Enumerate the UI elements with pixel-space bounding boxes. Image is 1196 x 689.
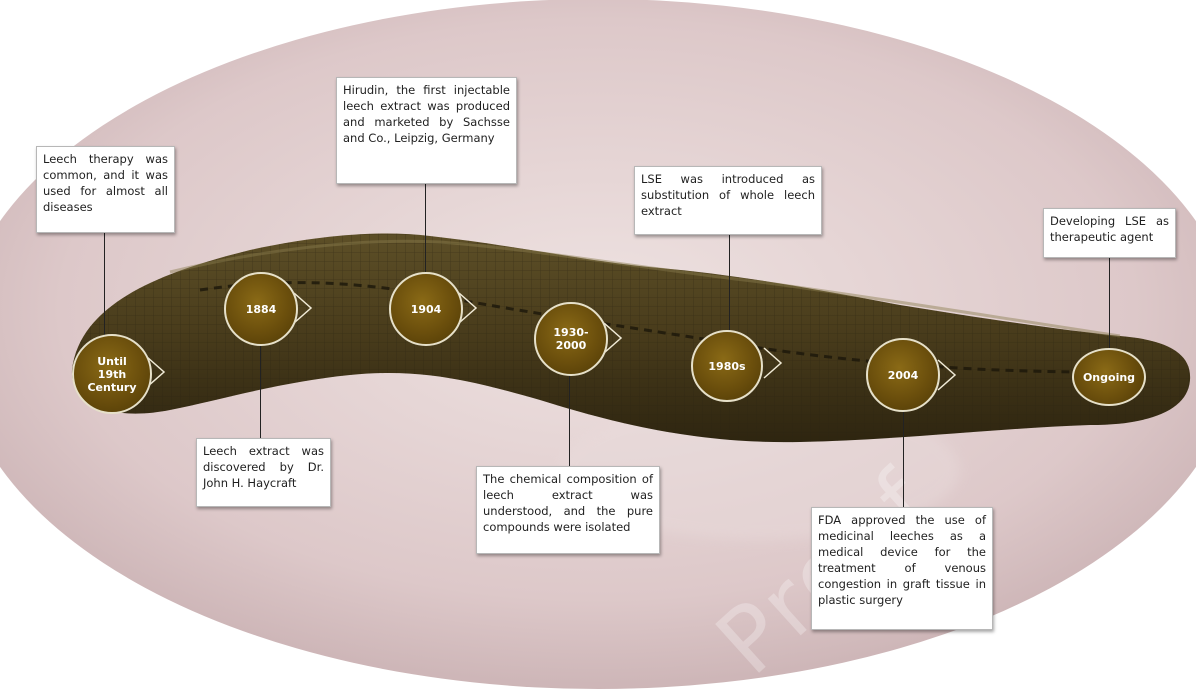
arrow-marker — [763, 347, 783, 379]
node-label: 2004 — [888, 369, 919, 382]
node-label: 1884 — [246, 303, 277, 316]
timeline-node-1930: 1930-2000 — [534, 302, 608, 376]
timeline-node-until19: Until 19th Century — [72, 334, 152, 414]
node-label: 1904 — [411, 303, 442, 316]
timeline-node-1980s: 1980s — [691, 330, 763, 402]
connector-line — [425, 184, 426, 272]
connector-line — [729, 235, 730, 331]
node-label: 1980s — [708, 360, 745, 373]
event-text: Leech therapy was common, and it was use… — [43, 152, 168, 214]
event-box-until19: Leech therapy was common, and it was use… — [36, 146, 175, 233]
node-label: Until 19th Century — [84, 355, 140, 394]
connector-line — [1109, 258, 1110, 350]
event-box-1904: Hirudin, the first injectable leech extr… — [336, 77, 517, 184]
timeline-node-1884: 1884 — [224, 272, 298, 346]
node-label: 1930-2000 — [551, 326, 591, 352]
event-box-1930: The chemical composition of leech extrac… — [476, 466, 660, 554]
connector-line — [104, 233, 105, 336]
event-text: FDA approved the use of medicinal leeche… — [818, 513, 986, 607]
arrow-marker — [937, 359, 957, 391]
event-box-ongoing: Developing LSE as therapeutic agent — [1043, 208, 1176, 258]
timeline-node-2004: 2004 — [866, 338, 940, 412]
event-box-1884: Leech extract was discovered by Dr. John… — [196, 438, 331, 507]
event-text: Hirudin, the first injectable leech extr… — [343, 83, 510, 145]
event-text: Developing LSE as therapeutic agent — [1050, 214, 1169, 244]
node-label: Ongoing — [1083, 371, 1135, 384]
event-box-2004: FDA approved the use of medicinal leeche… — [811, 507, 993, 630]
event-text: LSE was introduced as substitution of wh… — [641, 172, 815, 218]
timeline-node-1904: 1904 — [389, 272, 463, 346]
connector-line — [903, 411, 904, 507]
event-box-1980s: LSE was introduced as substitution of wh… — [634, 166, 822, 235]
connector-line — [569, 376, 570, 466]
event-text: Leech extract was discovered by Dr. John… — [203, 444, 324, 490]
event-text: The chemical composition of leech extrac… — [483, 472, 653, 534]
timeline-node-ongoing: Ongoing — [1072, 348, 1146, 406]
connector-line — [260, 346, 261, 438]
